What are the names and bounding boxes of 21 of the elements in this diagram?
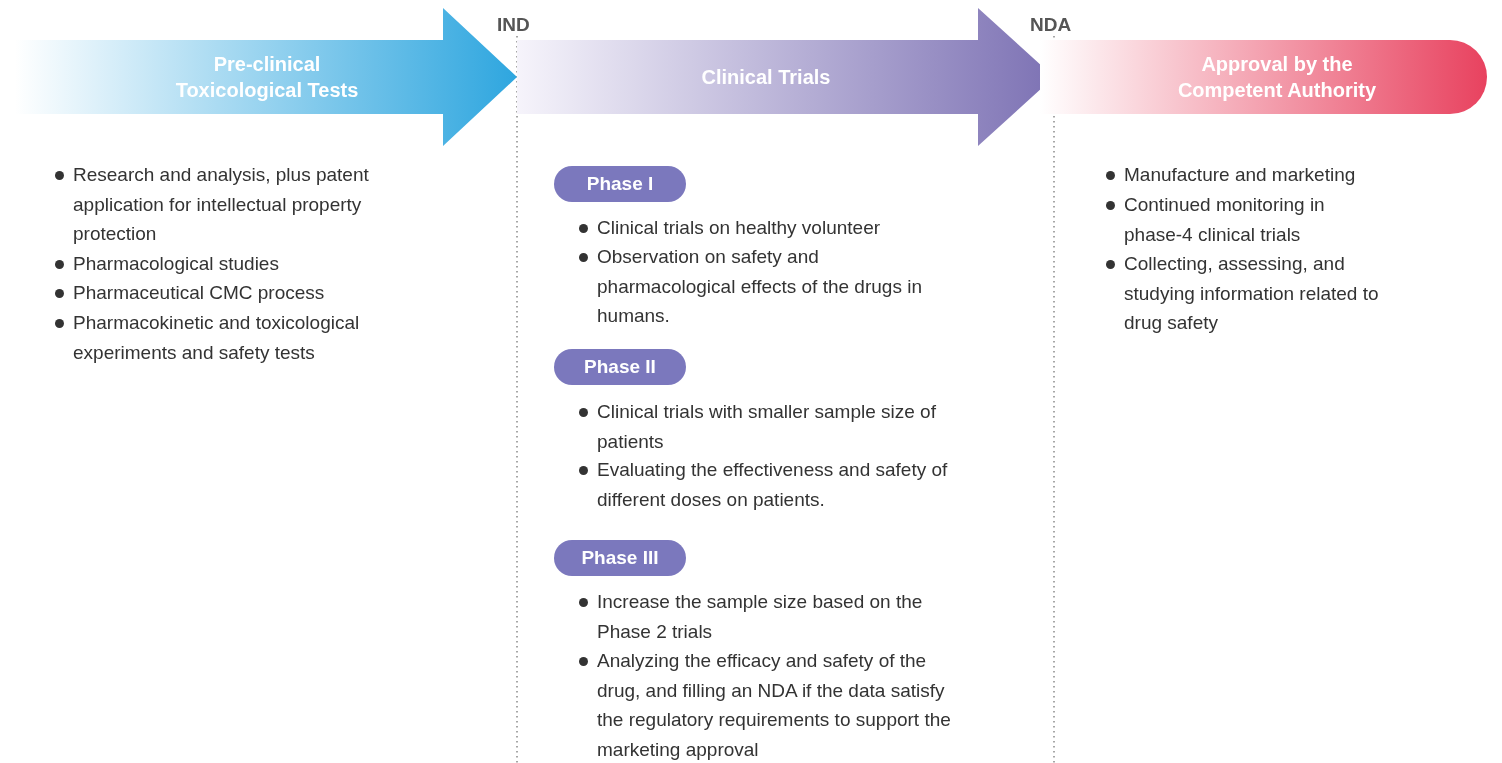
bullet-item: Clinical trials on healthy volunteer: [579, 213, 955, 243]
phase-badge: Phase I: [554, 166, 686, 202]
bullet-item: Pharmacokinetic and toxicological experiments and safety tests: [55, 308, 373, 367]
bullet-item: Pharmacological studies: [55, 249, 373, 279]
bullet-item: Observation on safety and pharmacological effects of the drugs in humans.: [579, 242, 955, 331]
stage-title: Pre-clinical Toxicological Tests: [174, 52, 360, 103]
bullet-item: Continued monitoring in phase-4 clinical trials: [1106, 190, 1384, 249]
bullet-item: Manufacture and marketing: [1106, 160, 1384, 190]
bullet-item: Research and analysis, plus patent application for intellectual property protection: [55, 160, 373, 249]
stage-title: Clinical Trials: [700, 65, 832, 90]
bullet-item: Evaluating the effectiveness and safety of different doses on patients.: [579, 455, 955, 514]
bullet-item: Clinical trials with smaller sample size of patients: [579, 397, 955, 456]
milestone-label: IND: [497, 13, 531, 37]
phase-badge: Phase III: [554, 540, 686, 576]
bullet-item: Pharmaceutical CMC process: [55, 278, 373, 308]
bullet-item: Analyzing the efficacy and safety of the drug, and filling an NDA if the data satisfy the regulatory requirements to support the marketing approval: [579, 646, 955, 763]
bullet-item: Collecting, assessing, and studying information related to drug safety: [1106, 249, 1384, 338]
stage-title: Approval by the Competent Authority: [1176, 52, 1378, 103]
milestone-label: NDA: [1030, 13, 1073, 37]
bullet-item: Increase the sample size based on the Phase 2 trials: [579, 587, 955, 646]
phase-badge: Phase II: [554, 349, 686, 385]
